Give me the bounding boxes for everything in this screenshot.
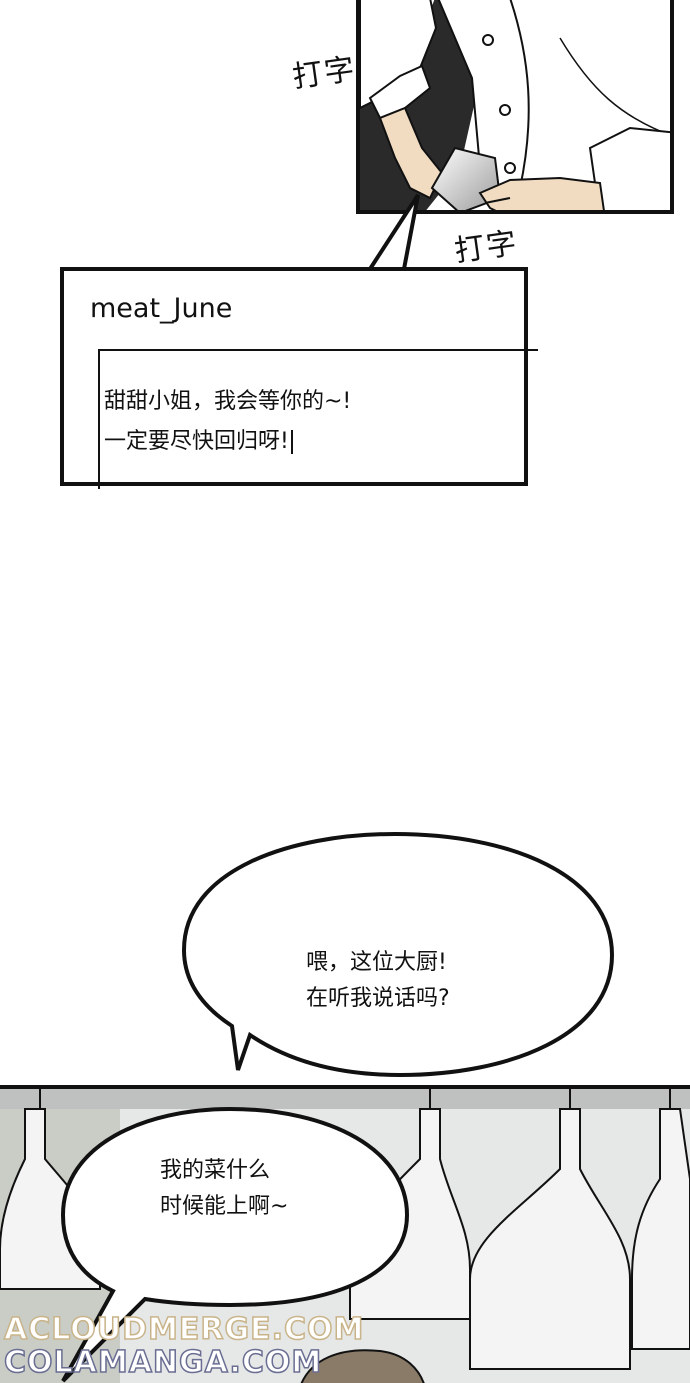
bubble-lower-line-2: 时候能上啊~ <box>160 1194 289 1219</box>
chef-typing-illustration <box>360 0 670 210</box>
text-caret <box>290 430 293 454</box>
chat-window-tail <box>366 193 420 274</box>
bubble-upper-line-1: 喂，这位大厨! <box>306 950 447 975</box>
typing-sfx-left: 打字 <box>290 51 359 96</box>
watermark-line-2: COLAMANGA.COM <box>3 1344 323 1381</box>
message-line: 一定要尽快回归呀! <box>104 423 293 455</box>
watermark-line-1: ACLOUDMERGE.COM <box>3 1311 365 1348</box>
typing-sfx-right: 打字 <box>452 225 521 270</box>
speech-bubble-lower <box>60 1106 410 1383</box>
bubble-upper-line-2: 在听我说话吗? <box>306 986 450 1011</box>
speech-bubble-upper <box>181 831 615 1078</box>
bubble-lower-line-1: 我的菜什么 <box>160 1158 271 1183</box>
chat-username: meat_June <box>90 293 233 324</box>
top-panel <box>356 0 674 214</box>
chat-window: meat_June 甜甜小姐，我会等你的~! 一定要尽快回归呀! <box>60 267 538 489</box>
message-line-text: 一定要尽快回归呀! <box>104 429 289 454</box>
message-input[interactable]: 甜甜小姐，我会等你的~! 一定要尽快回归呀! <box>98 349 538 489</box>
message-line: 甜甜小姐，我会等你的~! <box>104 389 352 414</box>
